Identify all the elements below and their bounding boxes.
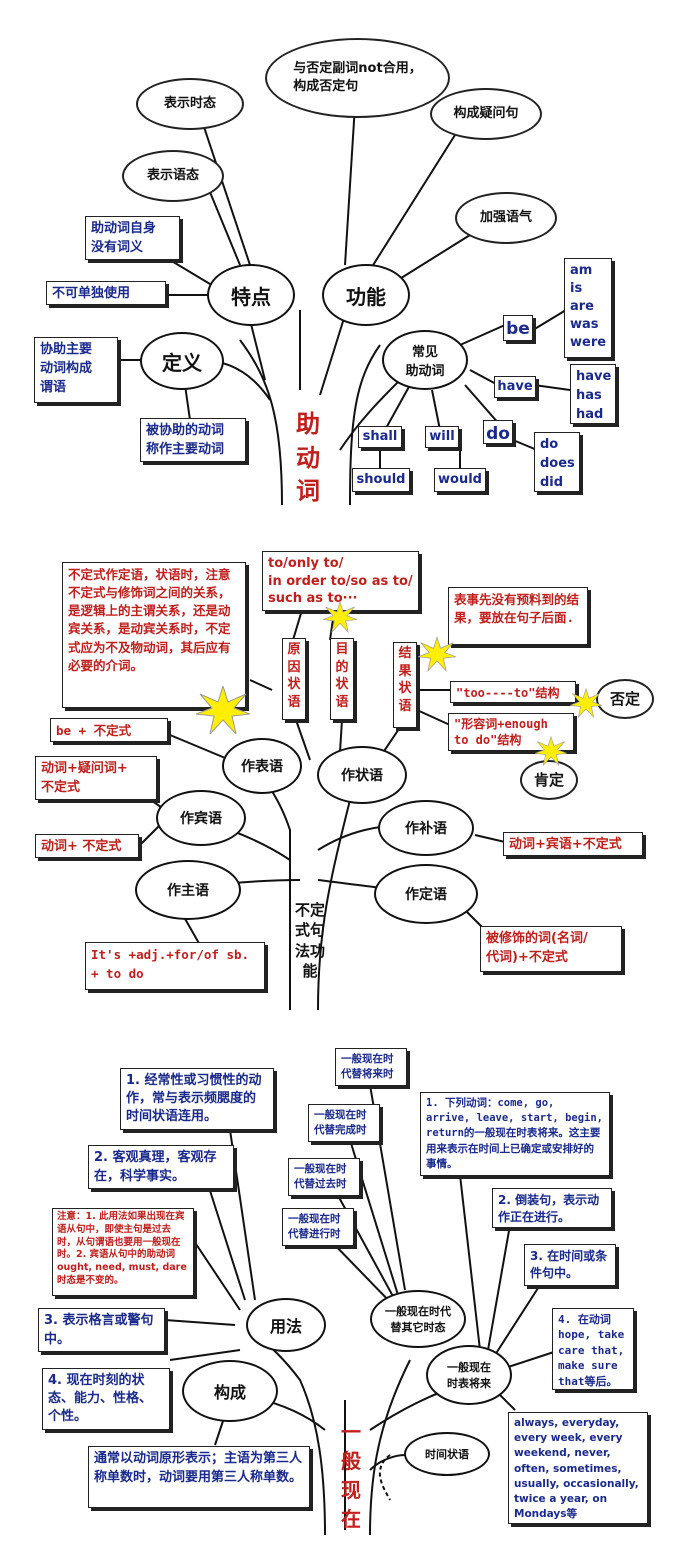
box-note: 注意：1. 此用法如果出现在宾语从句中，即使主句是过去时，从句谓语也要用一般现在… (52, 1208, 194, 1296)
box-replace-past: 一般现在时 代替过去时 (288, 1158, 360, 1196)
box-form: 通常以动词原形表示；主语为第三人称单数时，动词要用第三人称单数。 (88, 1446, 310, 1508)
box-be-inf: be + 不定式 (50, 718, 168, 742)
star-burst-2 (323, 600, 357, 634)
node-form: 构成 (182, 1360, 278, 1422)
node-definition: 定义 (140, 332, 224, 390)
box-not-alone: 不可单独使用 (46, 281, 166, 305)
vbox-reason: 原 因 状 语 (282, 638, 306, 720)
node-predicative: 作表语 (222, 738, 302, 794)
node-subject: 作主语 (135, 860, 241, 920)
vbox-result: 结 果 状 语 (393, 642, 417, 728)
box-do: do (483, 420, 513, 444)
box-future-2: 2. 倒装句，表示动作正在进行。 (492, 1188, 612, 1228)
box-adverb-list: always, everyday, every week, every week… (508, 1412, 648, 1524)
box-be: be (503, 315, 533, 341)
cloud-positive: 肯定 (520, 760, 578, 800)
node-future: 一般现在 时表将来 (426, 1345, 512, 1405)
box-verb-inf: 动词+ 不定式 (35, 834, 139, 858)
box-have-forms: have has had (570, 364, 616, 424)
cloud-negation: 与否定副词not合用， 构成否定句 (265, 38, 450, 118)
trunk-label-2: 不定 式句 法功 能 (294, 901, 325, 980)
box-have: have (494, 376, 536, 398)
cloud-voice: 表示语态 (122, 150, 224, 202)
cloud-question: 构成疑问句 (430, 88, 542, 140)
star-burst-3 (418, 636, 456, 672)
box-too-to: "too----to"结构 (450, 681, 576, 703)
box-verb-q-inf: 动词+疑问词+ 不定式 (35, 756, 157, 800)
node-time-adverbial: 时间状语 (404, 1432, 490, 1476)
box-modified-word: 被修饰的词(名词/ 代词)+不定式 (480, 926, 622, 972)
box-help-main: 协助主要 动词构成 谓语 (34, 337, 118, 403)
cloud-tense: 表示时态 (136, 78, 244, 130)
node-function: 功能 (322, 264, 410, 326)
note-attr-adverbial: 不定式作定语，状语时，注意不定式与修饰词之间的关系，是逻辑上的主谓关系，还是动宾… (62, 562, 246, 708)
box-verb-obj-inf: 动词+宾语+不定式 (503, 832, 643, 856)
box-be-forms: am is are was were (564, 258, 612, 358)
box-usage-2: 2. 客观真理，客观存在，科学事实。 (88, 1145, 234, 1189)
box-no-meaning: 助动词自身 没有词义 (85, 216, 180, 260)
box-would: would (434, 468, 486, 492)
note-unexpected: 表事先没有预料到的结果，要放在句子后面. (448, 587, 588, 645)
box-future-4: 4. 在动词 hope, take care that, make sure t… (552, 1308, 634, 1390)
node-common-aux: 常见 助动词 (382, 330, 468, 390)
note-to-forms: to/only to/ in order to/so as to/ such a… (262, 551, 419, 611)
node-replace-other: 一般现在时代 替其它时态 (370, 1290, 466, 1348)
node-object: 作宾语 (156, 790, 246, 846)
box-future-3: 3. 在时间或条件句中。 (524, 1244, 616, 1286)
node-usage: 用法 (246, 1298, 326, 1352)
box-will: will (425, 426, 459, 448)
box-its: It's +adj.+for/of sb. + to do (85, 942, 265, 990)
box-do-forms: do does did (534, 432, 580, 492)
star-burst-5 (535, 736, 567, 766)
box-usage-1: 1. 经常性或习惯性的动作，常与表示频腮度的时间状语连用。 (120, 1068, 274, 1130)
box-future-1: 1. 下列动词：come, go, arrive, leave, start, … (420, 1092, 610, 1176)
box-usage-4: 4. 现在时刻的状态、能力、性格、个性。 (42, 1368, 170, 1430)
cloud-negative: 否定 (596, 679, 654, 719)
box-adj-enough: "形容词+enough to do"结构 (448, 713, 574, 751)
section-divider-2 (0, 1018, 690, 1032)
node-characteristics: 特点 (207, 264, 295, 326)
node-adverbial: 作状语 (317, 746, 407, 804)
box-replace-perfect: 一般现在时 代替完成时 (308, 1104, 380, 1142)
trunk-label-3: 一 般 现 在 (341, 1420, 361, 1531)
box-should: should (352, 468, 410, 492)
star-burst-4 (570, 688, 602, 718)
node-attributive: 作定语 (374, 864, 478, 924)
node-complement: 作补语 (378, 800, 474, 856)
trunk-label: 助动词 (296, 410, 320, 506)
star-burst-1 (196, 686, 250, 734)
box-usage-3: 3. 表示格言或警句中。 (38, 1308, 165, 1352)
box-replace-prog: 一般现在时 代替进行时 (282, 1208, 354, 1246)
box-helped-verb: 被协助的动词 称作主要动词 (140, 418, 246, 462)
box-shall: shall (358, 426, 402, 448)
vbox-purpose: 目 的 状 语 (330, 638, 354, 720)
section-divider (0, 518, 690, 532)
cloud-emphasis: 加强语气 (455, 192, 557, 244)
box-replace-future: 一般现在时 代替将来时 (335, 1048, 407, 1086)
